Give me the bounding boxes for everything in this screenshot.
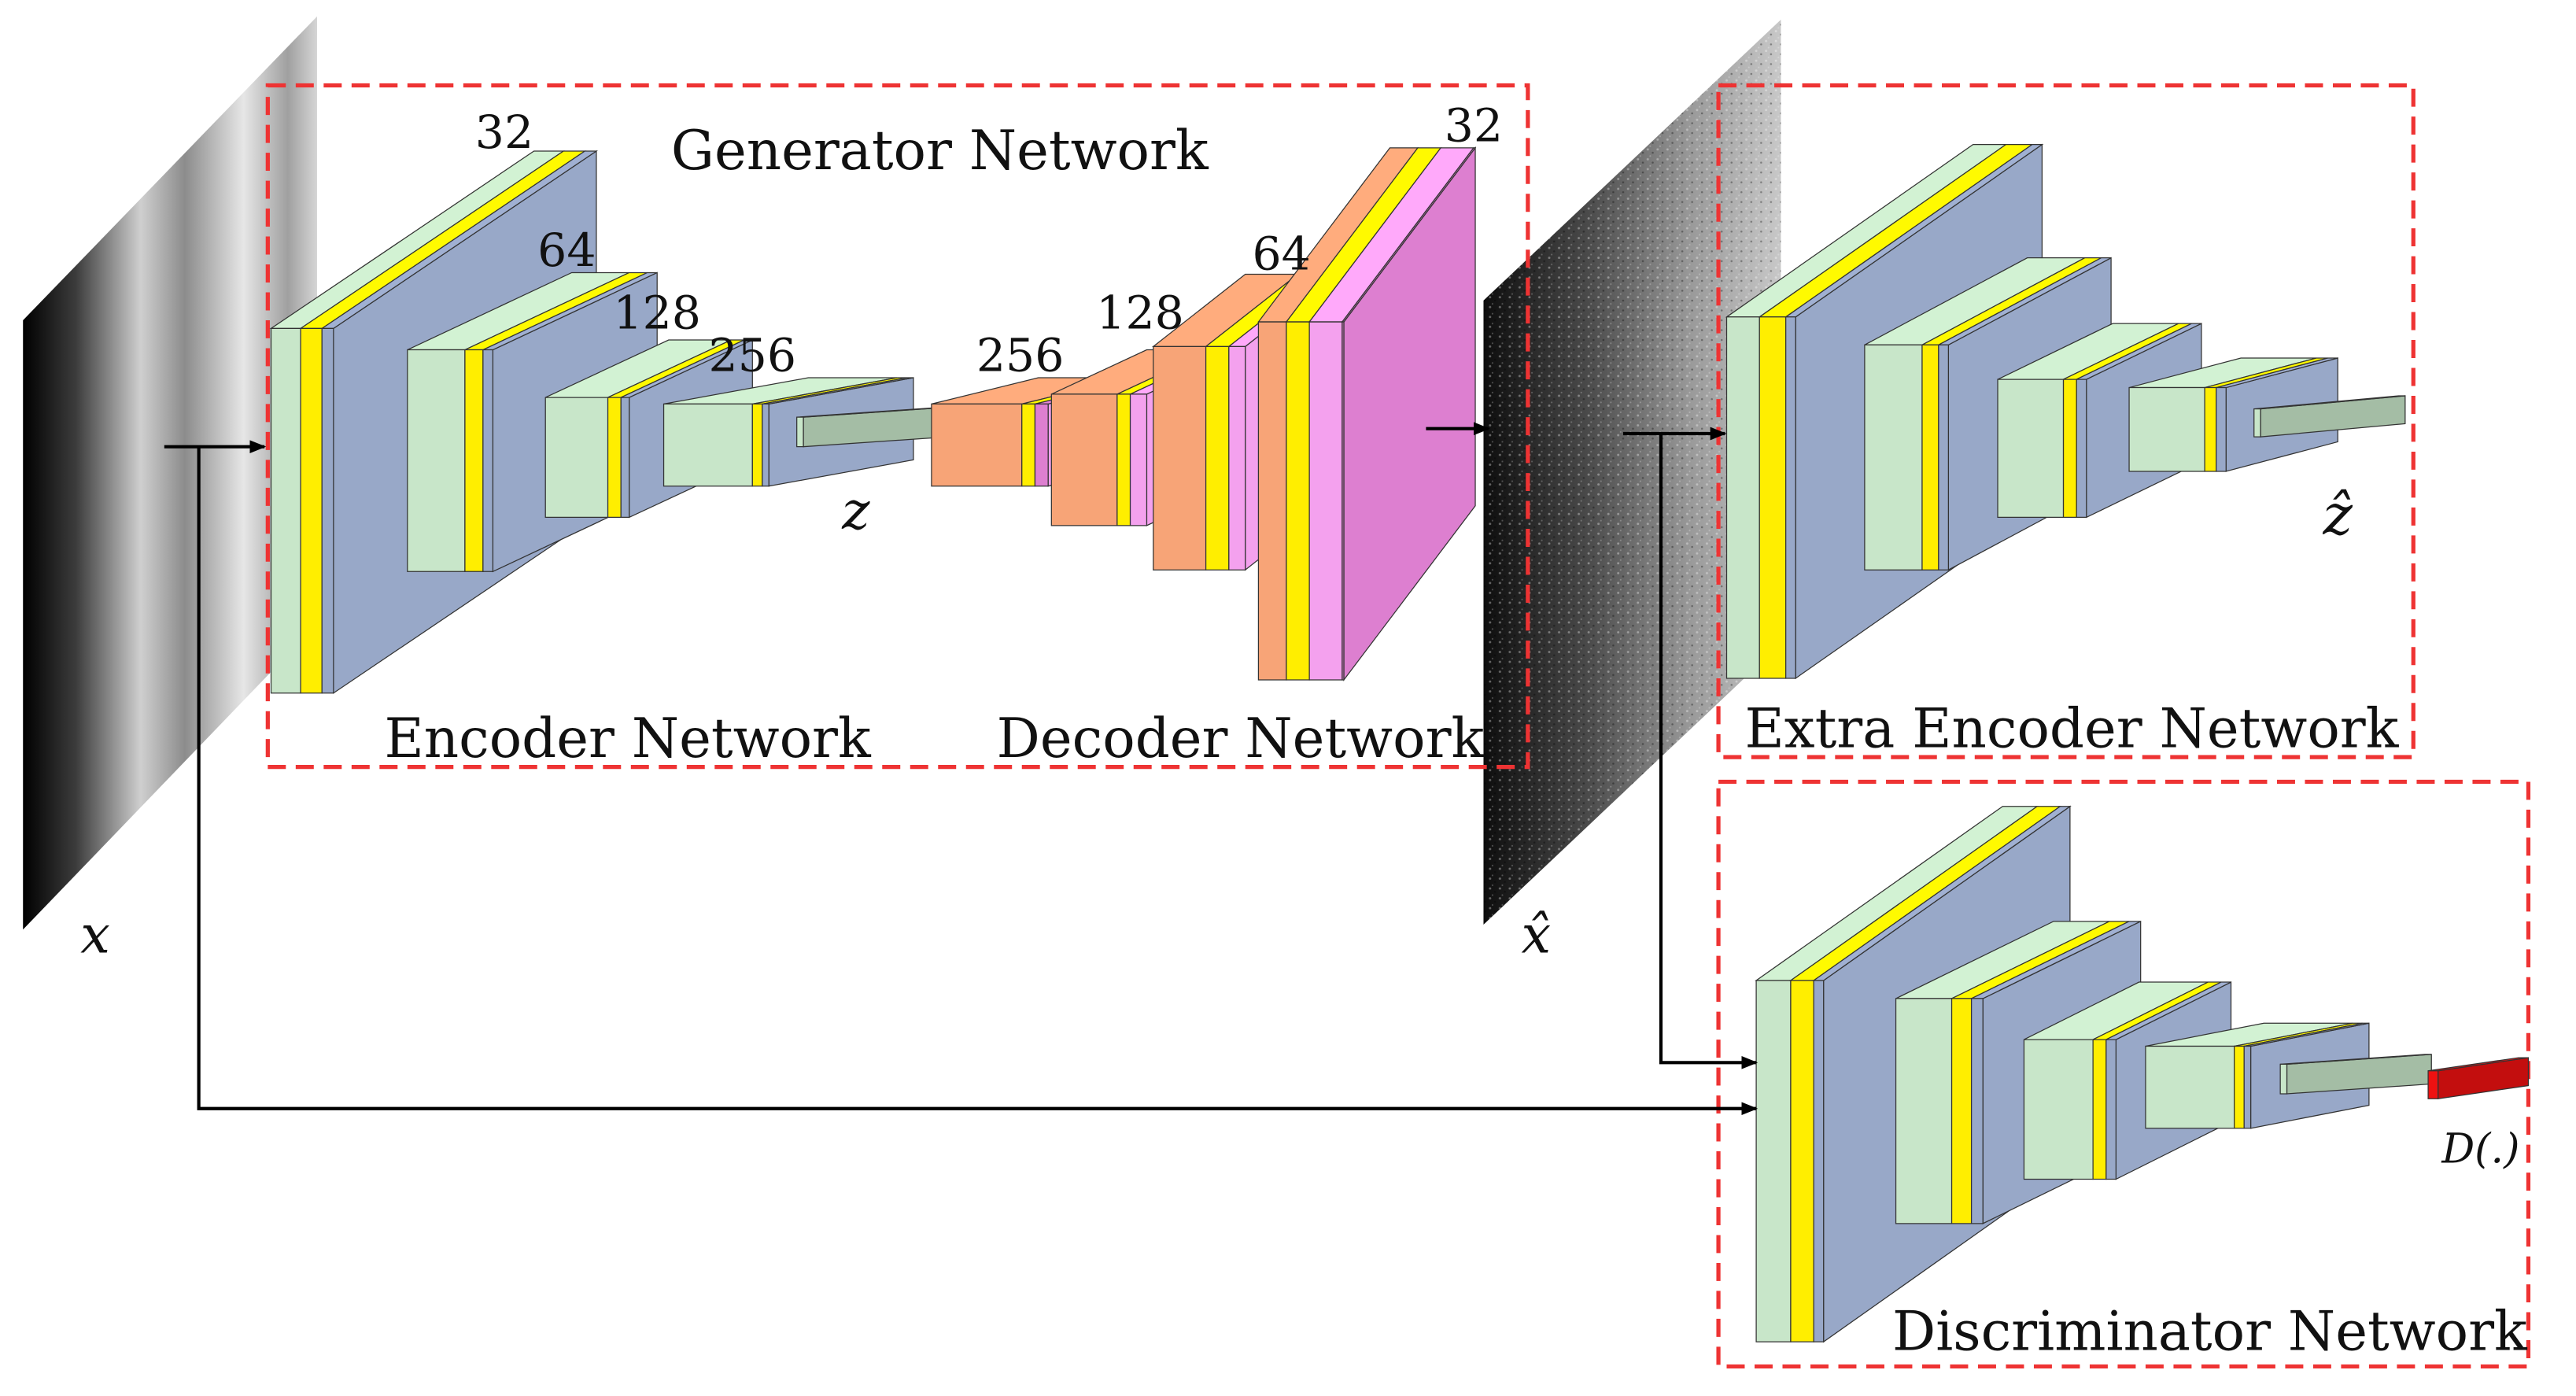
decoder-channels-label-4: 32 <box>1445 98 1503 152</box>
disc-block-4-front-1 <box>2234 1045 2245 1129</box>
disc-block-3-front-1 <box>2092 1039 2107 1180</box>
extra-enc-block-2-front-1 <box>1921 344 1939 571</box>
dec-block-2-front-2 <box>1129 393 1148 526</box>
encoder-channels-label-2: 64 <box>537 223 596 277</box>
extra-enc-block-2-front-2 <box>1938 344 1950 571</box>
dec-block-3-front-2 <box>1228 345 1246 571</box>
enc-block-1-front-0 <box>270 327 301 694</box>
symbol-z-hat: ẑ <box>2323 482 2353 547</box>
enc-block-3-front-0 <box>544 397 609 519</box>
disc-block-2-front-0 <box>1895 998 1953 1224</box>
encoder-network-title: Encoder Network <box>384 707 872 770</box>
enc-block-4-front-0 <box>662 403 753 487</box>
extra-encoder-network-title: Extra Encoder Network <box>1744 698 2399 761</box>
enc-block-4-front-2 <box>762 403 769 487</box>
dec-block-4-front-1 <box>1286 321 1310 681</box>
extra-enc-block-1-front-0 <box>1725 316 1760 679</box>
symbol-x-hat: x̂ <box>1521 904 1551 966</box>
disc-block-4-front-0 <box>2145 1045 2235 1129</box>
dec-block-1-front-0 <box>931 403 1023 487</box>
symbol-z: z <box>841 480 870 541</box>
disc-fc-front-0 <box>2279 1063 2288 1095</box>
dec-block-4-front-2 <box>1308 321 1343 681</box>
decoder-channels-label-1: 256 <box>976 329 1065 382</box>
dec-block-2-front-1 <box>1116 393 1131 526</box>
disc-block-2-front-2 <box>1970 998 1984 1224</box>
extra-enc-block-1-front-1 <box>1759 316 1787 679</box>
discriminator-output-label: D(.) <box>2441 1126 2519 1173</box>
disc-block-1-front-0 <box>1755 980 1792 1342</box>
dec-block-3-front-1 <box>1205 345 1230 571</box>
extra-enc-block-1-front-2 <box>1785 316 1796 679</box>
dec-block-2-front-0 <box>1050 393 1118 526</box>
dec-block-1-front-1 <box>1021 403 1036 487</box>
network-blocks <box>269 143 2530 1343</box>
enc-block-2-front-2 <box>482 349 494 572</box>
extra-enc-block-3-front-1 <box>2062 379 2077 519</box>
input-image-x <box>23 16 317 930</box>
generator-network-title: Generator Network <box>671 120 1209 183</box>
dec-block-1-front-2 <box>1034 403 1049 487</box>
generator-network-box <box>265 83 1530 770</box>
disc-block-4-front-2 <box>2243 1045 2252 1129</box>
disc-block-2-front-1 <box>1950 998 1973 1224</box>
disc-block-1-front-2 <box>1813 980 1825 1342</box>
dec-block-3-front-0 <box>1153 345 1207 571</box>
arrow-x-to-discriminator <box>197 446 1759 1116</box>
extra-enc-block-3-front-0 <box>1997 379 2065 519</box>
encoder-channels-label-1: 32 <box>475 105 533 159</box>
dec-block-4-front-0 <box>1257 321 1287 681</box>
symbol-x: x <box>80 904 110 966</box>
encoder-channels-label-4: 256 <box>709 329 797 382</box>
enc-block-3-front-2 <box>620 397 630 519</box>
enc-block-2-front-1 <box>464 349 484 572</box>
enc-block-2-front-0 <box>407 349 466 572</box>
enc-block-1-front-1 <box>300 327 323 694</box>
extra-encoder-network-box <box>1716 83 2415 759</box>
disc-block-3-front-0 <box>2023 1039 2094 1180</box>
disc-block-3-front-2 <box>2105 1039 2117 1180</box>
arrow-x-hat-to-discriminator <box>1659 433 1759 1069</box>
extra-enc-block-3-front-2 <box>2076 379 2087 519</box>
enc-block-3-front-1 <box>607 397 622 519</box>
disc-block-1-front-1 <box>1790 980 1814 1342</box>
encoder-channels-label-3: 128 <box>613 286 701 339</box>
extra-enc-block-4-front-0 <box>2128 386 2205 472</box>
extra-latent-z-hat-front-0 <box>2253 408 2261 438</box>
extra-enc-block-4-front-2 <box>2216 386 2227 472</box>
extra-enc-block-4-front-1 <box>2204 386 2217 472</box>
discriminator-network-title: Discriminator Network <box>1892 1301 2528 1364</box>
enc-block-1-front-2 <box>321 327 334 694</box>
disc-output-front-0 <box>2427 1070 2439 1099</box>
extra-enc-block-2-front-0 <box>1864 344 1923 571</box>
reconstructed-image-noise <box>1483 20 1781 925</box>
decoder-network-title: Decoder Network <box>997 707 1485 770</box>
dec-block-4-front-3 <box>1342 321 1345 681</box>
decoder-channels-label-2: 128 <box>1096 286 1184 339</box>
enc-block-4-front-1 <box>751 403 763 487</box>
latent-z-front-0 <box>796 416 804 448</box>
decoder-channels-label-3: 64 <box>1252 227 1310 280</box>
